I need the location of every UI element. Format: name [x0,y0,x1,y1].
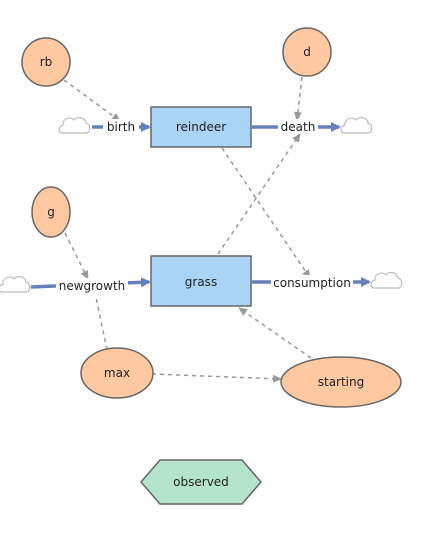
link-g-to-newgrowth [64,232,89,280]
variable-rb-label: rb [40,55,53,69]
cloud-icon-birth-source [58,117,91,134]
stock-reindeer[interactable]: reindeer [150,106,252,148]
flow-consumption-text: consumption [273,276,351,290]
variable-d[interactable]: d [282,27,332,77]
flow-birth-text: birth [107,120,135,134]
link-reindeer-to-consumption [221,147,311,279]
variable-max[interactable]: max [80,347,154,399]
link-d-to-death [293,76,303,121]
variable-rb[interactable]: rb [21,37,71,87]
flow-label-consumption[interactable]: consumption [271,275,353,290]
variable-max-label: max [104,366,130,380]
stock-grass[interactable]: grass [150,255,252,307]
stock-reindeer-label: reindeer [176,120,226,134]
flow-death-text: death [281,120,316,134]
variable-starting[interactable]: starting [280,356,402,408]
variable-d-label: d [303,45,311,59]
flow-label-death[interactable]: death [278,119,318,134]
cloud-icon-newgrowth-source [0,276,31,293]
variable-starting-label: starting [318,375,365,389]
observed-label: observed [173,475,229,489]
cloud-icon-consumption-sink [370,272,403,289]
variable-g-label: g [47,205,55,219]
observed-node[interactable]: observed [140,459,262,505]
link-grass-to-death [217,133,301,255]
flow-label-birth[interactable]: birth [103,119,139,134]
stock-grass-label: grass [185,275,217,289]
cloud-icon-death-sink [340,117,373,134]
variable-g[interactable]: g [31,186,71,238]
link-max-to-newgrowth [95,296,108,351]
flow-label-newgrowth[interactable]: newgrowth [56,278,128,293]
link-starting-to-grass [238,307,312,359]
link-max-to-starting [151,373,282,383]
link-rb-to-birth [63,79,121,122]
flow-newgrowth-text: newgrowth [59,279,126,293]
